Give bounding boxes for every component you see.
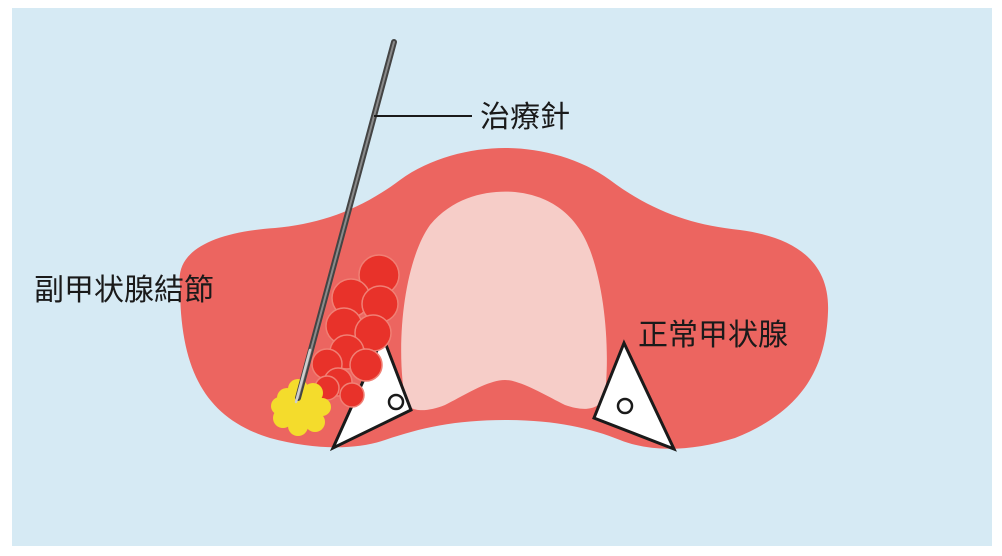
- normal-thyroid-label: 正常甲状腺: [638, 318, 788, 353]
- nodule-label: 副甲状腺結節: [34, 273, 214, 308]
- needle-label: 治療針: [480, 100, 570, 135]
- trachea: [401, 192, 607, 411]
